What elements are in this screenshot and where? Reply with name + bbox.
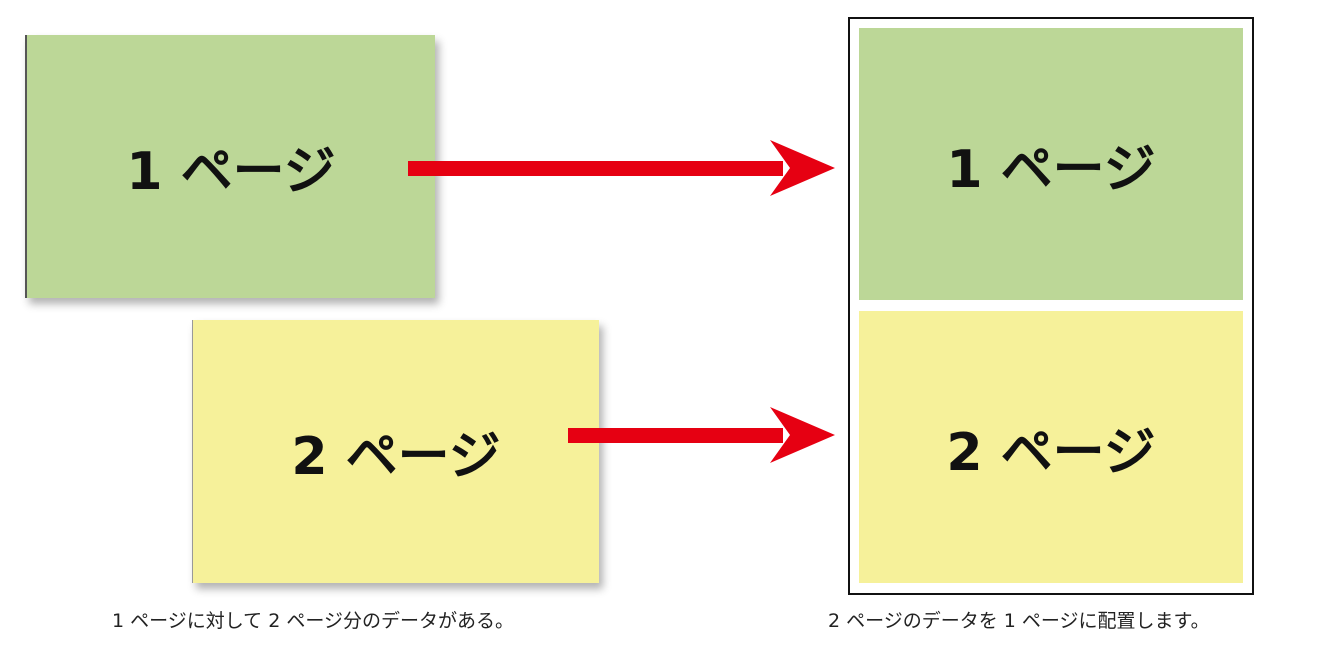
arrow-page-1 bbox=[408, 140, 835, 196]
combined-page-1-label: 1 ページ bbox=[946, 139, 1156, 200]
caption-left: 1 ページに対して 2 ページ分のデータがある。 bbox=[112, 610, 514, 632]
arrow-page-2 bbox=[568, 407, 835, 463]
combined-page-1: 1 ページ bbox=[859, 28, 1243, 300]
combined-page-2: 2 ページ bbox=[859, 311, 1243, 583]
source-page-1: 1 ページ bbox=[25, 35, 435, 298]
source-page-2: 2 ページ bbox=[192, 320, 599, 583]
source-page-2-label: 2 ページ bbox=[291, 427, 501, 487]
combined-sheet: 1 ページ 2 ページ bbox=[848, 17, 1254, 595]
source-page-1-label: 1 ページ bbox=[126, 142, 336, 202]
caption-right: 2 ページのデータを 1 ページに配置します。 bbox=[828, 610, 1210, 632]
combined-page-2-label: 2 ページ bbox=[946, 422, 1156, 483]
